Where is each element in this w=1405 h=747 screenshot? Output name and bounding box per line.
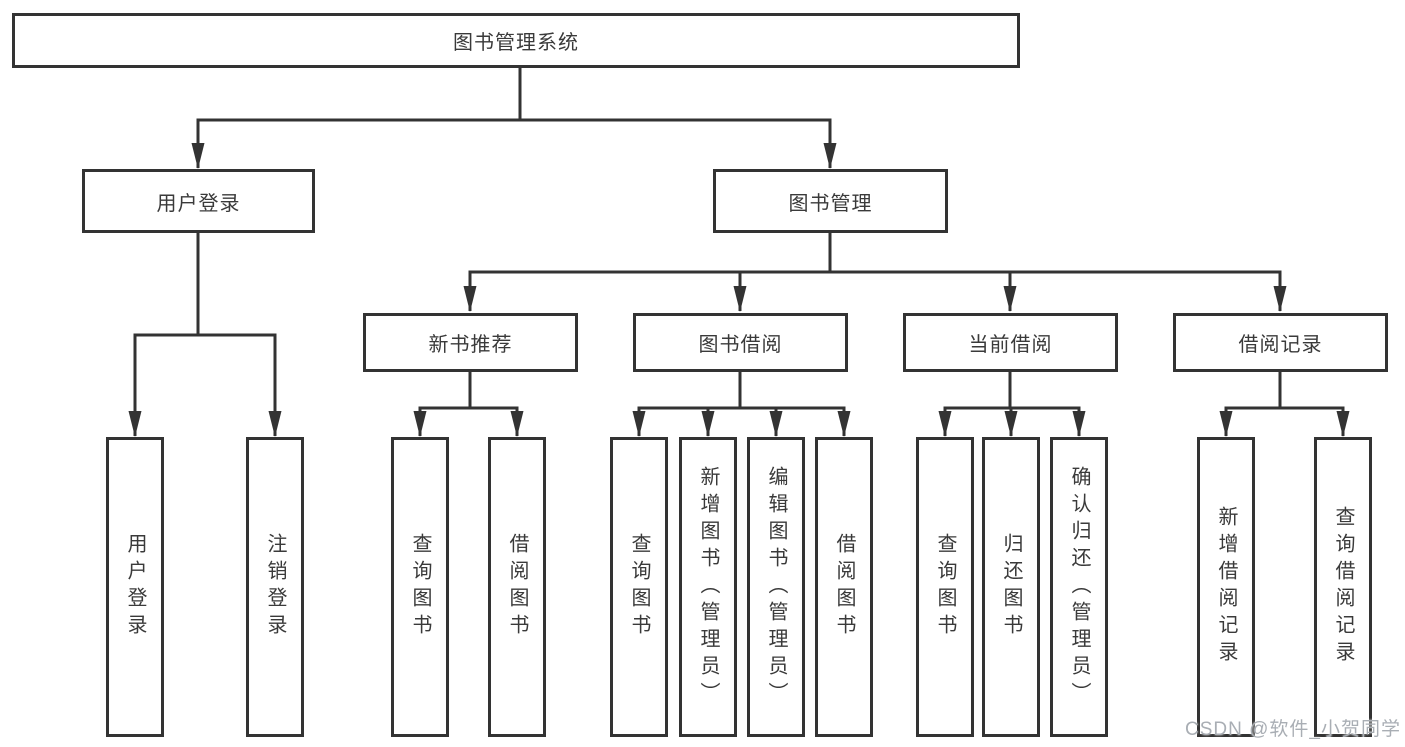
leaf-current-query-book: 查询图书 [916, 437, 974, 737]
leaf-records-add-record: 新增借阅记录 [1197, 437, 1255, 737]
leaf-recommend-query-book: 查询图书 [391, 437, 449, 737]
leaf-current-confirm-return-admin: 确认归还（管理员） [1050, 437, 1108, 737]
node-book-borrow: 图书借阅 [633, 313, 848, 372]
node-borrow-records: 借阅记录 [1173, 313, 1388, 372]
node-book-management: 图书管理 [713, 169, 948, 233]
leaf-recommend-borrow-book-label: 借阅图书 [506, 533, 528, 641]
leaf-current-return-book-label: 归还图书 [1000, 533, 1022, 641]
leaf-borrow-add-book-admin: 新增图书（管理员） [679, 437, 737, 737]
connector-current-borrow-children [938, 372, 1086, 437]
leaf-logout-label: 注销登录 [264, 533, 286, 641]
leaf-borrow-query-book: 查询图书 [610, 437, 668, 737]
leaf-borrow-edit-book-admin-label: 编辑图书（管理员） [765, 465, 787, 709]
leaf-current-confirm-return-admin-label: 确认归还（管理员） [1068, 465, 1090, 709]
leaf-borrow-borrow-book: 借阅图书 [815, 437, 873, 737]
leaf-user-login: 用户登录 [106, 437, 164, 737]
connector-book-borrow-children [632, 372, 851, 437]
leaf-records-add-record-label: 新增借阅记录 [1215, 506, 1237, 668]
connector-root-to-level2 [191, 68, 837, 169]
connector-borrow-records-children [1219, 372, 1350, 437]
leaf-borrow-edit-book-admin: 编辑图书（管理员） [747, 437, 805, 737]
connector-new-book-recommend-children [413, 372, 524, 437]
leaf-logout: 注销登录 [246, 437, 304, 737]
leaf-user-login-label: 用户登录 [124, 533, 146, 641]
connector-book-management-children [463, 233, 1287, 312]
leaf-current-return-book: 归还图书 [982, 437, 1040, 737]
leaf-recommend-query-book-label: 查询图书 [409, 533, 431, 641]
connector-user-login-children [128, 233, 282, 437]
leaf-current-query-book-label: 查询图书 [934, 533, 956, 641]
leaf-borrow-borrow-book-label: 借阅图书 [833, 533, 855, 641]
node-user-login: 用户登录 [82, 169, 315, 233]
node-library-management-system: 图书管理系统 [12, 13, 1020, 68]
leaf-recommend-borrow-book: 借阅图书 [488, 437, 546, 737]
csdn-watermark: CSDN @软件_小贺同学 [1185, 719, 1401, 740]
leaf-borrow-query-book-label: 查询图书 [628, 533, 650, 641]
node-new-book-recommend: 新书推荐 [363, 313, 578, 372]
node-current-borrow: 当前借阅 [903, 313, 1118, 372]
leaf-records-query-record-label: 查询借阅记录 [1332, 506, 1354, 668]
leaf-records-query-record: 查询借阅记录 [1314, 437, 1372, 737]
leaf-borrow-add-book-admin-label: 新增图书（管理员） [697, 465, 719, 709]
